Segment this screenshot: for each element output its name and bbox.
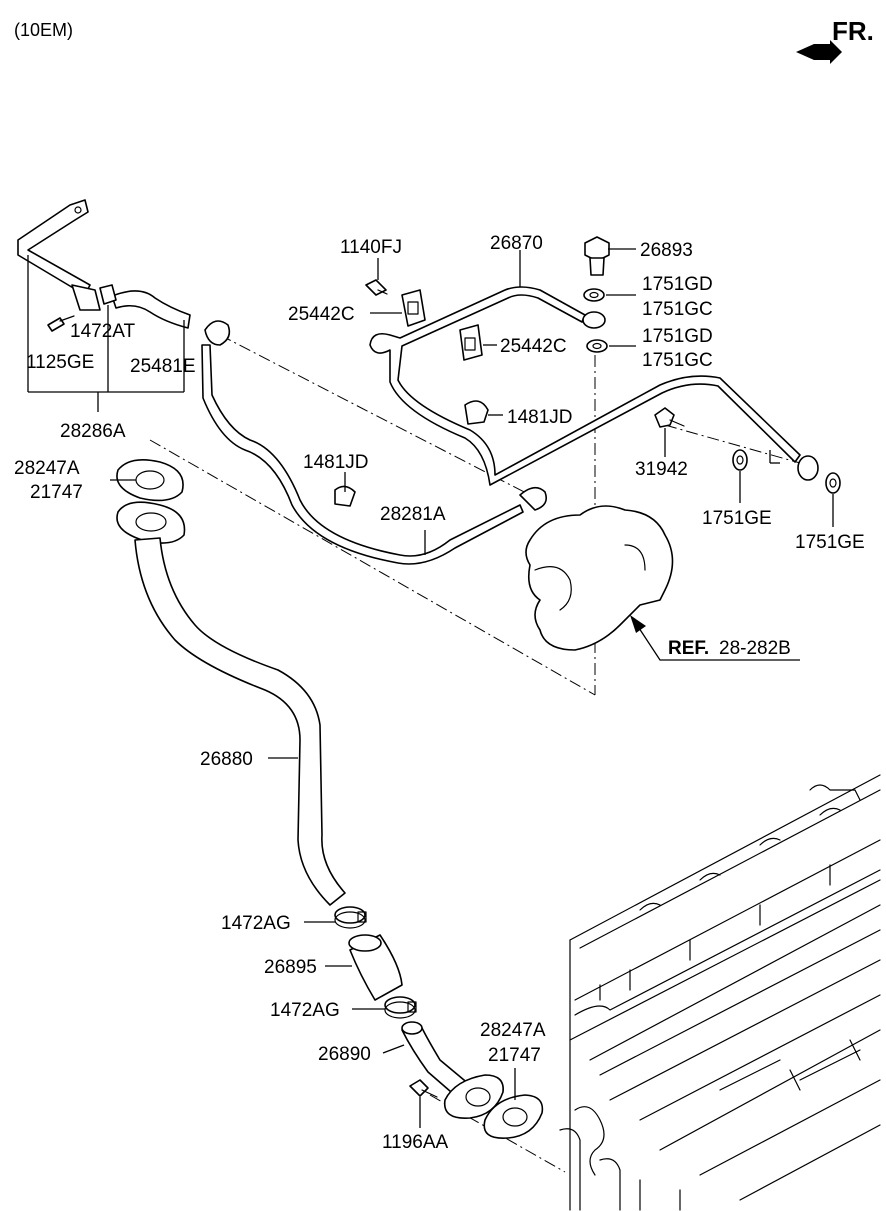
label-1481JD-a: 1481JD: [507, 407, 573, 428]
bolt-26893: [584, 236, 610, 276]
bolt-1140FJ: [365, 279, 388, 296]
front-arrow-icon: [796, 40, 842, 64]
washer-1751GE-a: [732, 449, 748, 471]
oil-return-pipe-26880: [134, 537, 346, 906]
label-1751GC-a: 1751GC: [642, 299, 713, 320]
front-direction-label: FR.: [832, 16, 874, 46]
label-28281A: 28281A: [380, 504, 446, 525]
washer-1751GE-b: [825, 472, 841, 494]
label-1751GC-b: 1751GC: [642, 350, 713, 371]
label-1472AG-a: 1472AG: [221, 913, 291, 934]
variant-code: (10EM): [14, 20, 73, 40]
engine-block: [559, 774, 881, 1211]
turbocharger-outline: [525, 505, 674, 651]
oil-tube-26870: [369, 286, 819, 486]
label-26880: 26880: [200, 749, 253, 770]
leader-lines: [27, 248, 834, 1128]
pipe-26890: [401, 1021, 471, 1099]
label-28286A: 28286A: [60, 421, 126, 442]
label-1751GD-a: 1751GD: [642, 274, 713, 295]
hose-clamp-1472AG-b: [384, 996, 417, 1019]
label-25481E: 25481E: [130, 356, 196, 377]
flange-upper: [116, 501, 186, 544]
oil-tube-28281A: [201, 320, 548, 565]
label-21747-a: 21747: [30, 482, 83, 503]
clip-1481JD-a: [464, 400, 489, 425]
label-1481JD-b: 1481JD: [303, 452, 369, 473]
oil-feed-tube-assembly: [17, 199, 191, 332]
clamp-25442C-a: [401, 289, 426, 327]
clip-1481JD-b: [334, 485, 356, 507]
bolt-1196AA: [409, 1079, 438, 1098]
ref-code: 28-282B: [719, 638, 791, 659]
label-1472AG-b: 1472AG: [270, 1000, 340, 1021]
flange-lower: [443, 1074, 504, 1119]
label-26870: 26870: [490, 233, 543, 254]
label-1751GE-b: 1751GE: [795, 532, 865, 553]
hose-26895: [348, 934, 403, 1001]
washer-1751GD-b: [586, 339, 608, 353]
clamp-25442C-b: [459, 324, 483, 361]
label-1751GD-b: 1751GD: [642, 326, 713, 347]
label-25442C-a: 25442C: [288, 304, 355, 325]
label-1140FJ: 1140FJ: [340, 237, 402, 258]
label-28247A-a: 28247A: [14, 458, 80, 479]
label-1196AA: 1196AA: [382, 1132, 449, 1153]
label-26893: 26893: [640, 240, 693, 261]
label-26890: 26890: [318, 1044, 371, 1065]
ref-prefix: REF.: [668, 638, 709, 659]
label-1751GE-a: 1751GE: [702, 508, 772, 529]
label-1472AT: 1472AT: [70, 321, 136, 342]
washer-1751GD-a: [583, 288, 605, 302]
bolt-31942: [654, 407, 685, 428]
label-28247A-b: 28247A: [480, 1020, 546, 1041]
label-26895: 26895: [264, 957, 317, 978]
hose-clamp-1472AG-a: [334, 906, 367, 929]
gasket-28247A-b: [483, 1094, 544, 1139]
label-21747-b: 21747: [488, 1045, 541, 1066]
gasket-28247A-a: [116, 459, 184, 502]
label-1125GE: 1125GE: [26, 352, 94, 373]
label-31942: 31942: [635, 459, 688, 480]
label-25442C-b: 25442C: [500, 336, 567, 357]
